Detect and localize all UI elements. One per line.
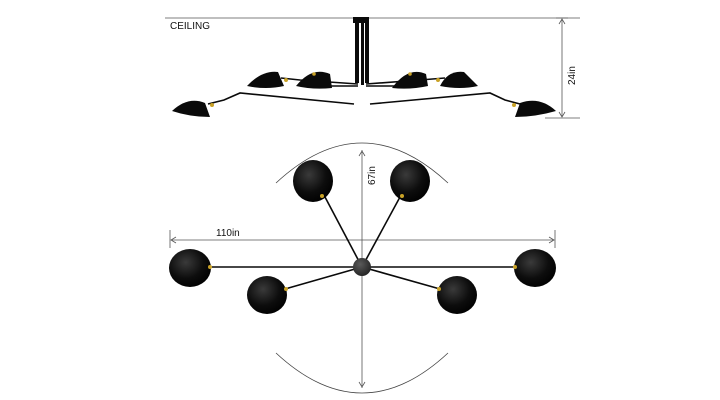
depth-label: 67in [367, 166, 378, 185]
plan-shade-lower-right [437, 276, 477, 314]
shade-mid-left [247, 71, 288, 88]
bottom-arc [275, 352, 449, 394]
height-label: 24in [567, 66, 578, 85]
elevation-view: CEILING 24in [165, 17, 580, 119]
plan-shade-far-left [169, 249, 212, 287]
shade-mid-right [436, 71, 478, 88]
plan-shade-top-right [390, 160, 430, 202]
plan-shade-top-left [293, 160, 333, 202]
shade-far-left [172, 100, 214, 117]
top-arc [275, 142, 449, 184]
center-hub [353, 258, 371, 276]
elevation-shades [172, 71, 556, 117]
width-dimension [169, 230, 556, 248]
plan-shade-lower-left [247, 276, 288, 314]
ceiling-label: CEILING [170, 21, 210, 32]
plan-arms [212, 196, 514, 290]
plan-view: 67in 110in [169, 142, 556, 394]
canopy [353, 17, 369, 85]
shade-center-right [392, 71, 428, 89]
plan-shades [169, 160, 556, 314]
height-dimension [545, 17, 580, 119]
width-label: 110in [216, 228, 240, 239]
shade-far-right [512, 100, 556, 117]
plan-shade-far-right [513, 249, 556, 287]
shade-center-left [296, 71, 332, 89]
